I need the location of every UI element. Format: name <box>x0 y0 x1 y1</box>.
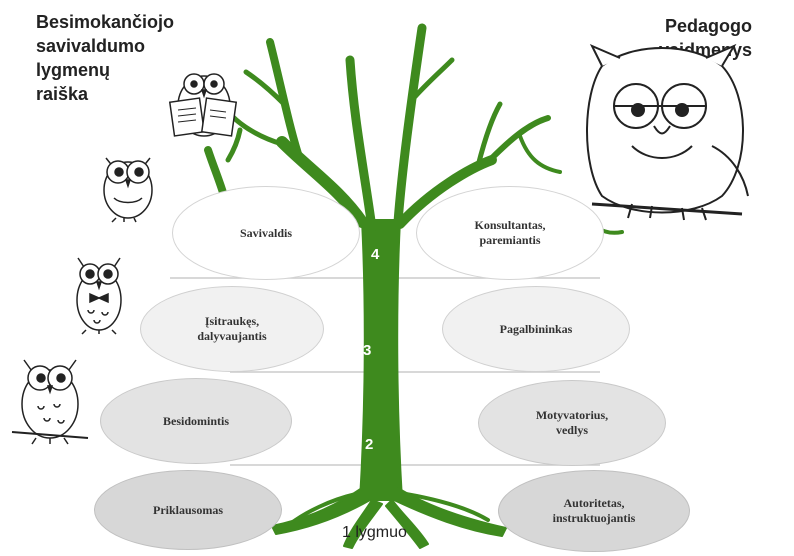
oval-besidomintis: Besidomintis <box>100 378 292 464</box>
owl-icon <box>103 157 153 223</box>
owl-bowtie-icon <box>76 257 122 335</box>
level-number-2: 2 <box>365 436 374 453</box>
oval-pagalbininkas: Pagalbininkas <box>442 286 630 372</box>
oval-isitraukes: Įsitraukęs, dalyvaujantis <box>140 286 324 372</box>
oval-label: Besidomintis <box>162 413 229 428</box>
level-number-4: 4 <box>371 246 380 263</box>
teacher-owl-icon <box>586 43 749 221</box>
tree-shape <box>204 23 624 549</box>
oval-motyvatorius: Motyvatorius, vedlys <box>478 380 666 466</box>
level-number-3: 3 <box>363 342 372 359</box>
oval-savivaldis: Savivaldis <box>172 186 360 280</box>
oval-label: Priklausomas <box>152 502 223 517</box>
oval-autoritetas: Autoritetas, instruktuojantis <box>498 470 690 552</box>
oval-label: Autoritetas, instruktuojantis <box>552 496 636 525</box>
oval-label: Pagalbininkas <box>499 321 573 336</box>
owl-standing-icon <box>11 359 89 445</box>
oval-label: Savivaldis <box>239 225 293 240</box>
oval-label: Konsultantas, paremiantis <box>474 218 546 247</box>
oval-label: Įsitraukęs, dalyvaujantis <box>197 314 267 343</box>
oval-konsultantas: Konsultantas, paremiantis <box>416 186 604 280</box>
left-heading: Besimokančiojo savivaldumo lygmenų raišk… <box>36 12 175 104</box>
owl-reading-icon <box>168 73 238 137</box>
oval-label: Motyvatorius, vedlys <box>535 408 609 437</box>
level-number-1: 1 lygmuo <box>342 524 407 541</box>
oval-priklausomas: Priklausomas <box>94 470 282 550</box>
